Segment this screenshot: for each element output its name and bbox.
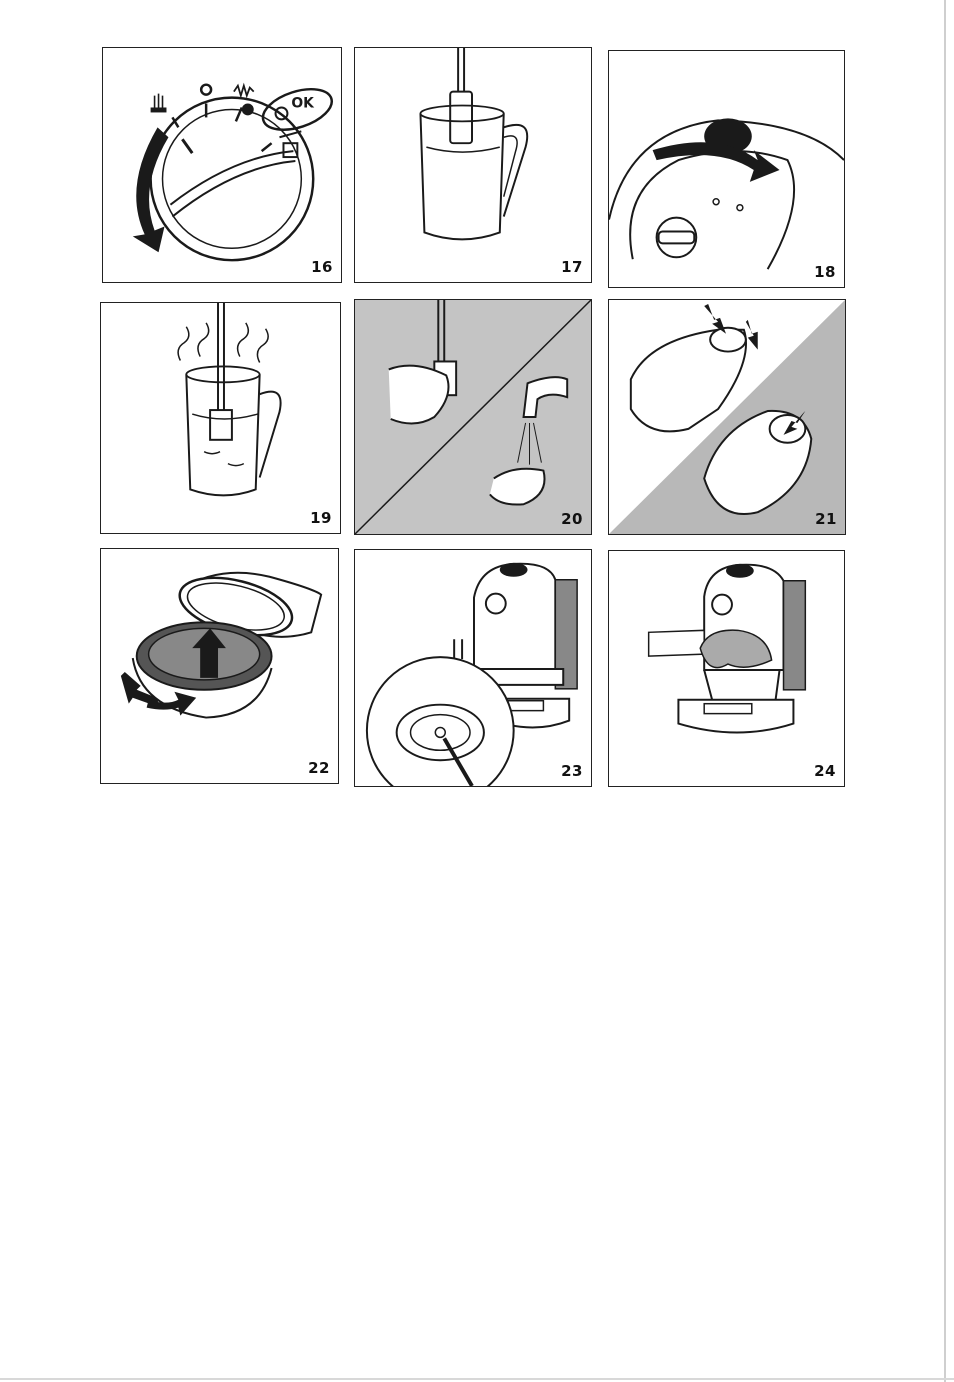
frother-parts-illustration <box>609 300 845 534</box>
wipe-machine-illustration <box>609 551 844 786</box>
figure-number: 22 <box>308 759 330 777</box>
figure-24: 24 <box>608 550 845 787</box>
cleaning-nozzle-illustration <box>355 550 591 786</box>
figure-21: 21 <box>608 299 846 535</box>
figure-19: 19 <box>100 302 341 534</box>
figure-number: 21 <box>815 510 837 528</box>
steam-icon <box>151 94 167 113</box>
figure-number: 23 <box>561 762 583 780</box>
hot-jug-illustration <box>101 303 340 533</box>
ok-label: OK <box>291 95 315 111</box>
rinse-frother-illustration <box>355 300 591 534</box>
coffee-icon <box>280 131 302 157</box>
dial-illustration: OK <box>103 48 341 282</box>
figure-number: 17 <box>561 258 583 276</box>
figure-number: 24 <box>814 762 836 780</box>
figure-18: 18 <box>608 50 845 288</box>
figure-20: 20 <box>354 299 592 535</box>
arrow-icon <box>746 320 758 350</box>
figure-17: 17 <box>354 47 592 283</box>
off-icon <box>201 85 211 95</box>
page-edge-bottom <box>0 1378 954 1380</box>
figure-22: 22 <box>100 548 339 784</box>
heating-icon <box>234 86 254 96</box>
figure-number: 20 <box>561 510 583 528</box>
filter-holder-illustration <box>101 549 338 783</box>
machine-top-illustration <box>609 51 844 287</box>
figure-number: 19 <box>310 509 332 527</box>
figure-23: 23 <box>354 549 592 787</box>
figure-number: 16 <box>311 258 333 276</box>
ready-light-icon <box>242 81 337 137</box>
arrow-icon <box>653 142 780 182</box>
figure-number: 18 <box>814 263 836 281</box>
frother-in-jug-illustration <box>355 48 591 282</box>
figure-16: OK 16 <box>102 47 342 283</box>
page-edge-right <box>944 0 946 1382</box>
